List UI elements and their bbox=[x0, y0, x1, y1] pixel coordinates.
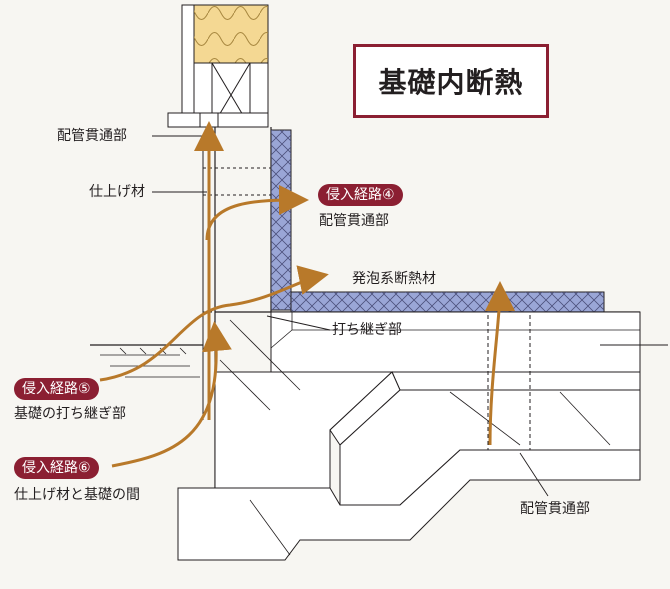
diagram-title: 基礎内断熱 bbox=[378, 66, 524, 99]
label-route5-desc: 基礎の打ち継ぎ部 bbox=[14, 406, 126, 422]
footing bbox=[177, 315, 641, 561]
title-box: 基礎内断熱 bbox=[353, 44, 549, 118]
route-4-badge: 侵入経路④ bbox=[318, 184, 403, 206]
route-6-badge: 侵入経路⑥ bbox=[14, 457, 99, 479]
label-foam: 発泡系断熱材 bbox=[352, 271, 436, 287]
label-pipe-top: 配管貫通部 bbox=[57, 128, 127, 144]
label-pipe-right: 配管貫通部 bbox=[319, 213, 389, 229]
label-joint: 打ち継ぎ部 bbox=[332, 322, 402, 338]
label-pipe-bottom: 配管貫通部 bbox=[520, 501, 590, 517]
intrusion-arrows bbox=[99, 121, 515, 468]
route-5-badge: 侵入経路⑤ bbox=[14, 378, 99, 400]
label-route6-desc: 仕上げ材と基礎の間 bbox=[14, 487, 140, 503]
ground bbox=[90, 344, 668, 378]
label-finish: 仕上げ材 bbox=[89, 184, 145, 200]
wall-section bbox=[167, 4, 269, 128]
